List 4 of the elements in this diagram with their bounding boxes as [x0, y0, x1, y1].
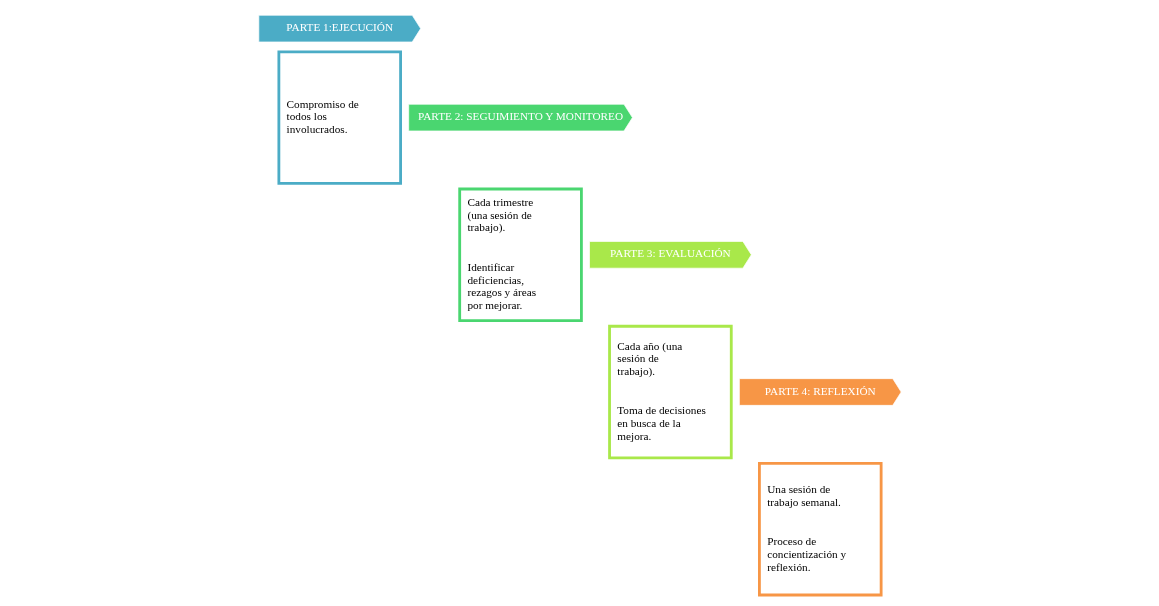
node-box: Cada año (una sesión de trabajo). Toma de decisiones en busca de la mejora.	[607, 324, 733, 460]
node-box: Una sesión de trabajo semanal. Proceso de concientización y reflexión.	[757, 462, 883, 597]
node-box: Compromiso de todos los involucrados.	[276, 50, 402, 185]
node-box: Cada trimestre (una sesión de trabajo). Identificar deficiencias, rezagos y áreas por mejorar.	[457, 187, 583, 322]
